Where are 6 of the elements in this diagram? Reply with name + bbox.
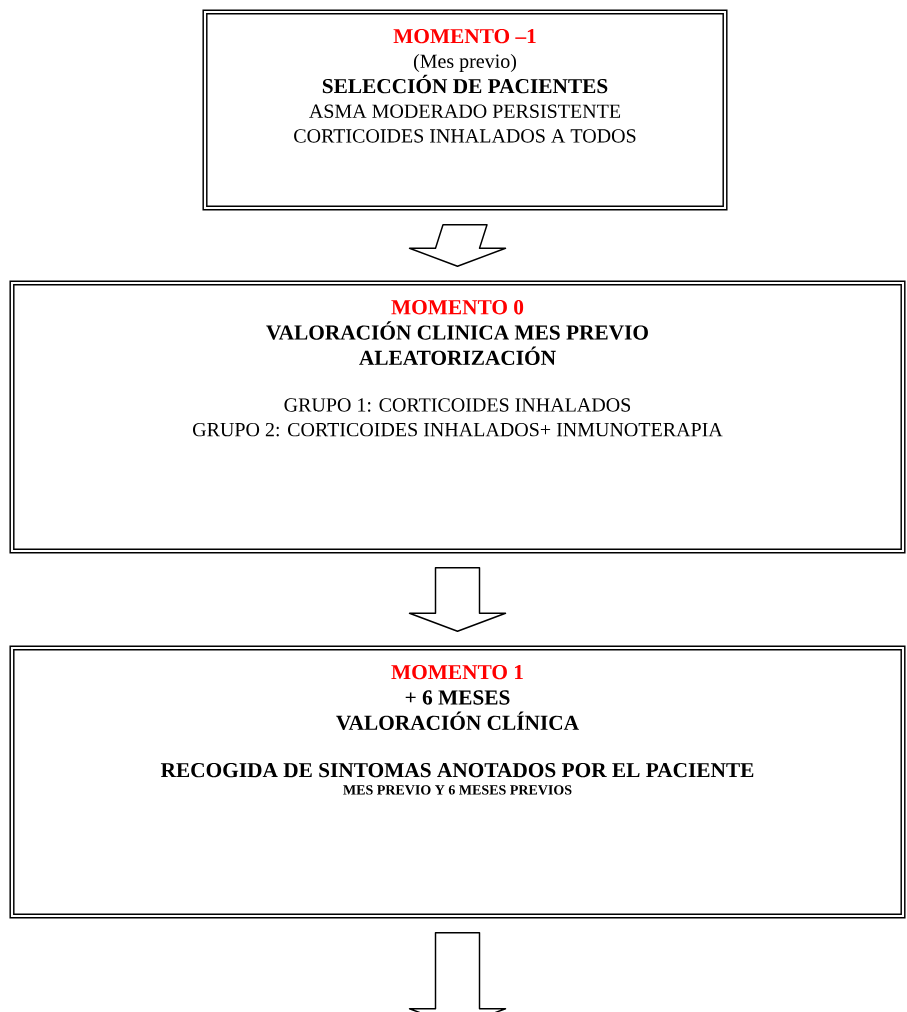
block-arrow: [408, 567, 507, 632]
process-box: MOMENTO 1 + 6 MESES VALORACIÓN CLÍNICA RECOGIDA DE SINTOMAS ANOTADOS POR EL PACIENTE MES PREVIO Y 6 MESES PREVIOS: [9, 645, 906, 919]
block-arrow: [408, 224, 507, 267]
process-box: MOMENTO 0 VALORACIÓN CLINICA MES PREVIO ALEATORIZACIÓN GRUPO 1: CORTICOIDES INHALADOS GRUPO 2: CORTICOIDES INHALADOS+ INMUNOTERAPIA: [9, 280, 906, 554]
process-box: MOMENTO –1 (Mes previo) SELECCIÓN DE PACIENTES ASMA MODERADO PERSISTENTE CORTICOIDES INHALADOS A TODOS: [202, 9, 728, 211]
block-arrow: [408, 932, 507, 1012]
